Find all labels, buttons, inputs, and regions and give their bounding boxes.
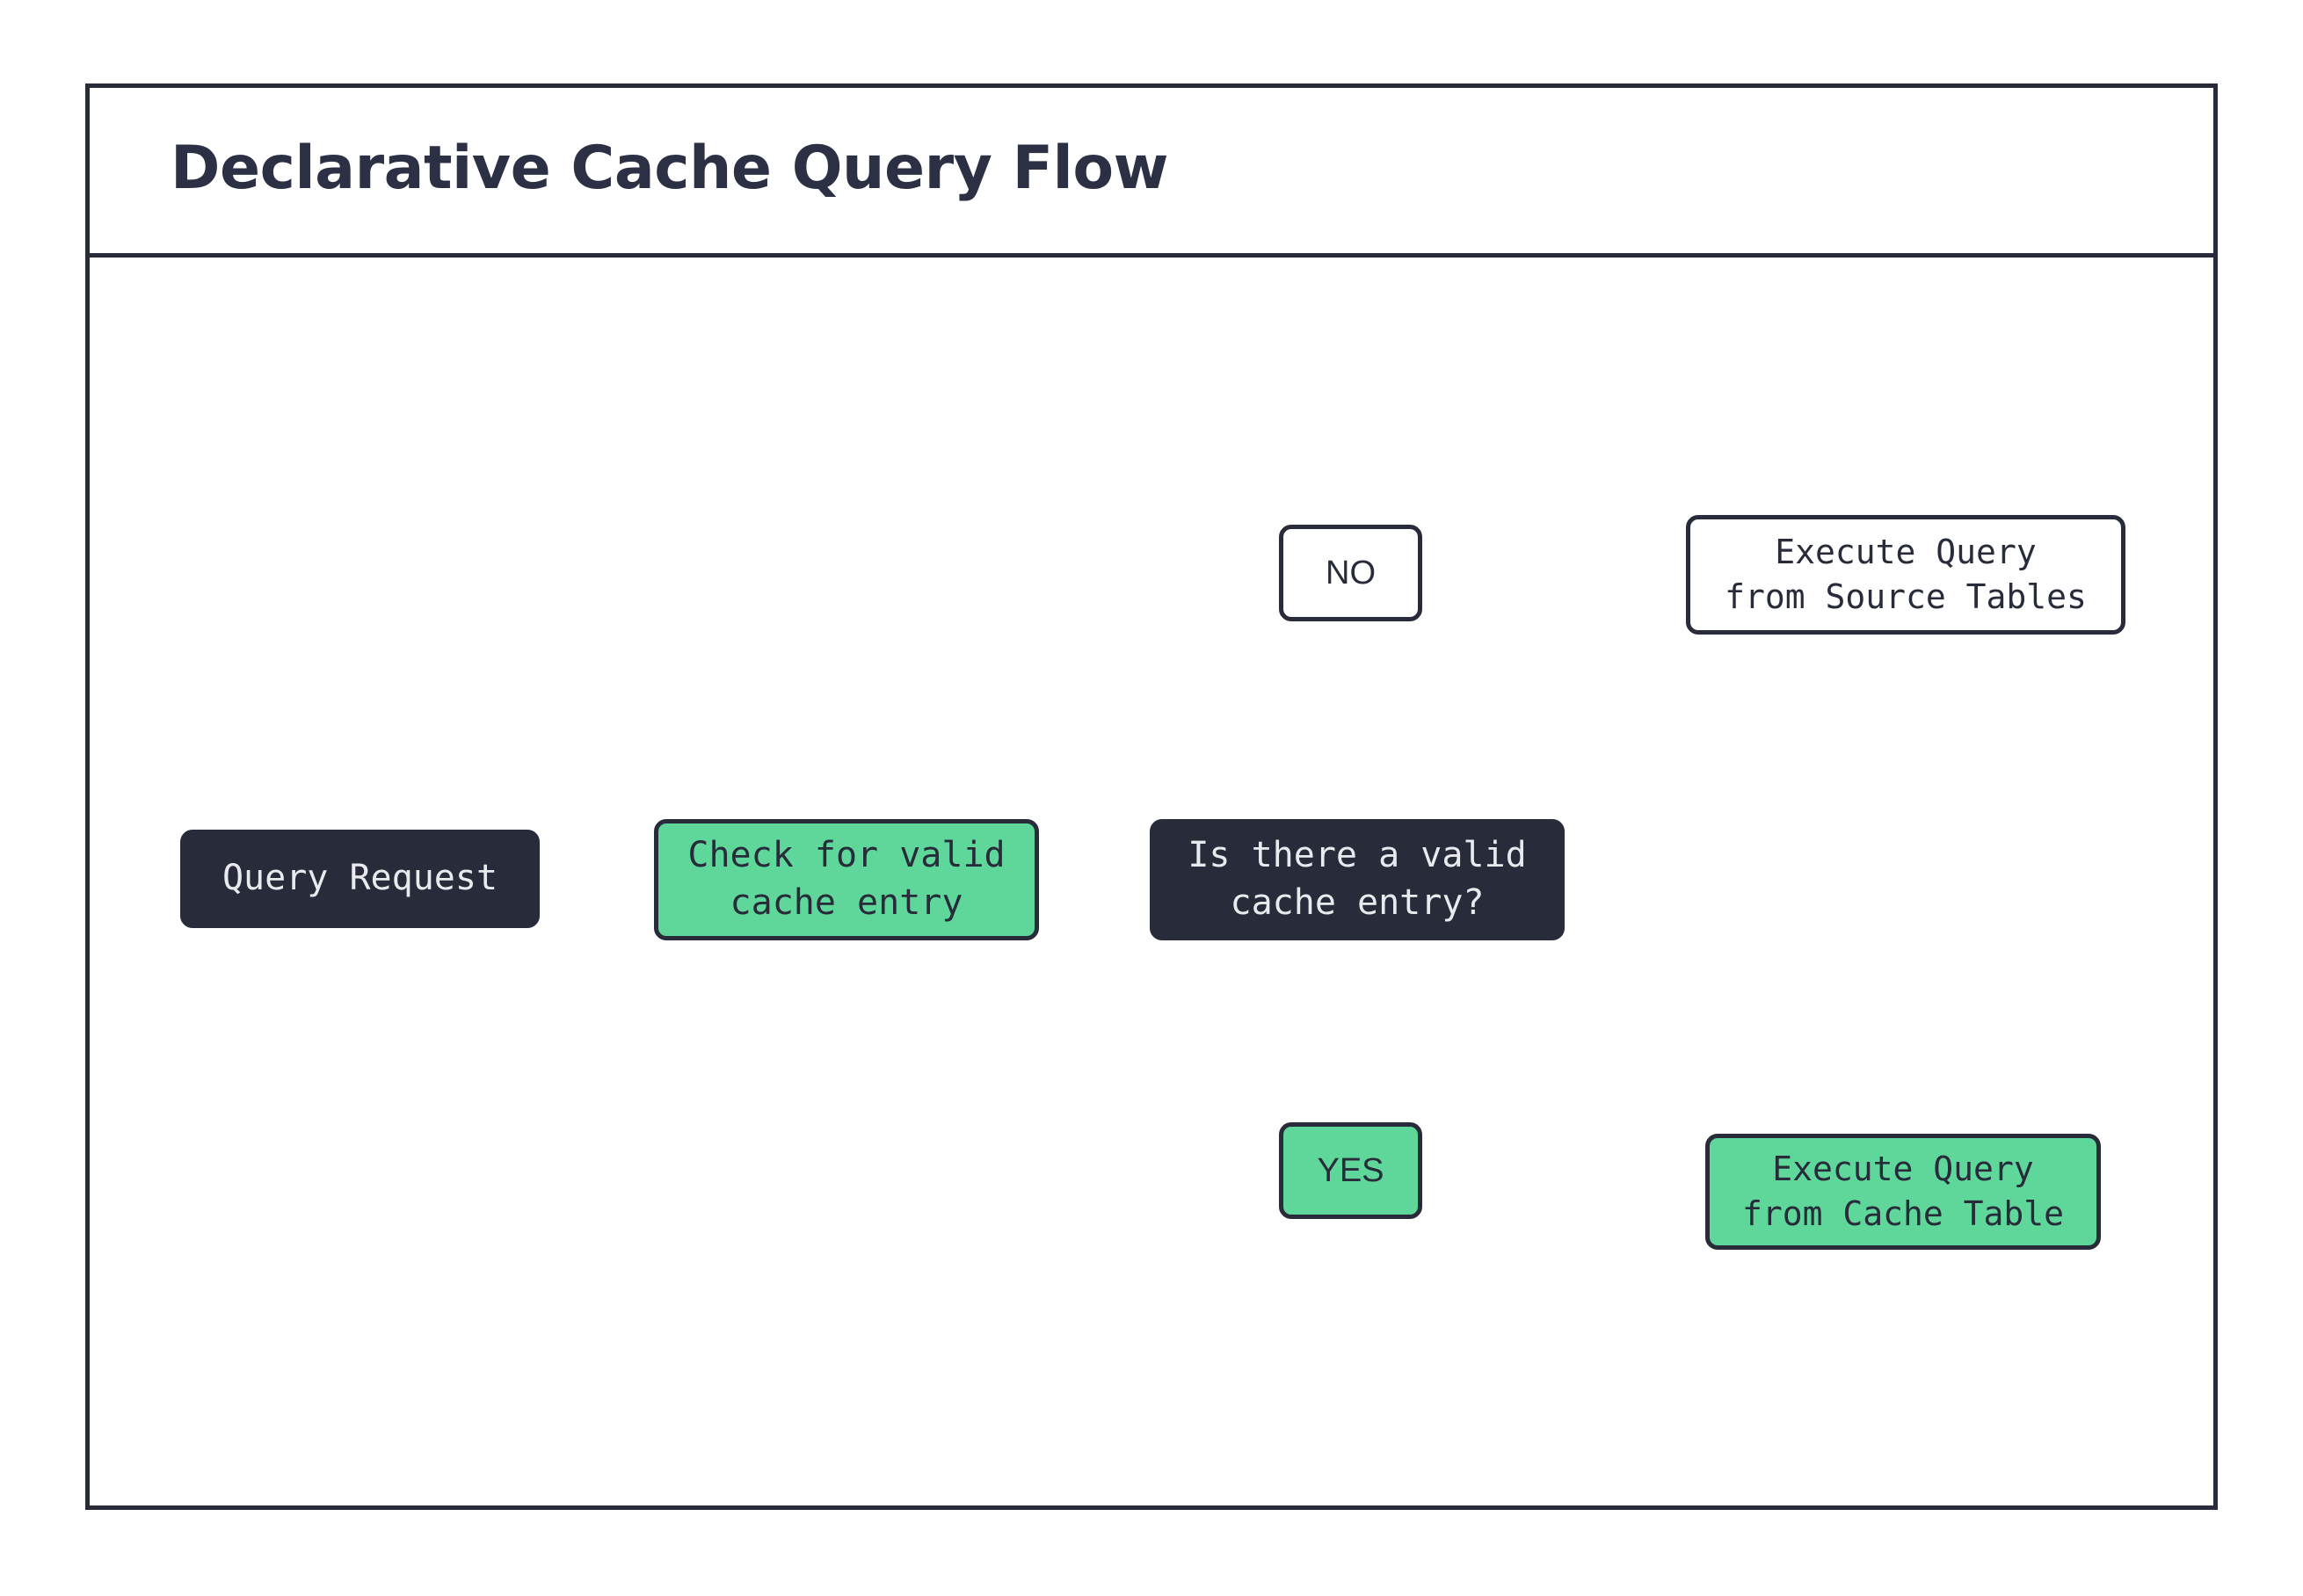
node-execute-query-from-cache-table[interactable]: Execute Query from Cache Table bbox=[1705, 1134, 2101, 1250]
diagram-header: Declarative Cache Query Flow bbox=[85, 83, 2218, 258]
node-check-for-valid-cache-entry[interactable]: Check for valid cache entry bbox=[654, 819, 1039, 940]
page-title: Declarative Cache Query Flow bbox=[171, 134, 1168, 203]
edge-label-yes[interactable]: YES bbox=[1279, 1122, 1422, 1219]
edge-label-no[interactable]: NO bbox=[1279, 525, 1422, 621]
node-decision-valid-cache-entry[interactable]: Is there a valid cache entry? bbox=[1150, 819, 1565, 940]
diagram-frame bbox=[85, 83, 2218, 1510]
node-execute-query-from-source-tables[interactable]: Execute Query from Source Tables bbox=[1686, 515, 2125, 635]
node-query-request[interactable]: Query Request bbox=[180, 830, 540, 928]
